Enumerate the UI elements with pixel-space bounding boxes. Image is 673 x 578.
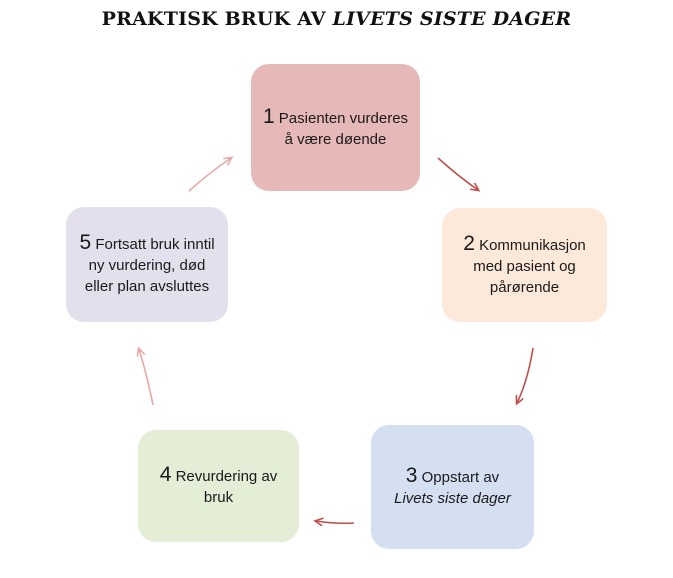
step-3-box: 3 Oppstart av Livets siste dager bbox=[371, 425, 534, 549]
step-2-box: 2 Kommunikasjon med pasient og pårørende bbox=[442, 208, 607, 322]
step-1-text: Pasienten vurderes å være døende bbox=[278, 109, 409, 148]
step-5-text: Fortsatt bruk inntil ny vurdering, død e… bbox=[84, 236, 215, 295]
step-4-number: 4 bbox=[159, 463, 172, 486]
page-title: PRAKTISK BRUK AV LIVETS SISTE DAGER bbox=[0, 8, 673, 30]
title-plain: PRAKTISK BRUK AV bbox=[101, 8, 333, 30]
step-4-box: 4 Revurdering av bruk bbox=[138, 430, 299, 542]
step-1-box: 1 Pasienten vurderes å være døende bbox=[251, 64, 420, 191]
step-3-number: 3 bbox=[405, 464, 418, 487]
step-3-text-italic: Livets siste dager bbox=[394, 490, 511, 507]
arrow-5-to-1 bbox=[188, 158, 231, 192]
arrow-1-to-2 bbox=[437, 157, 478, 190]
step-4-text: Revurdering av bruk bbox=[175, 468, 278, 506]
step-2-number: 2 bbox=[463, 231, 475, 255]
step-1-number: 1 bbox=[262, 104, 275, 128]
step-5-number: 5 bbox=[79, 231, 92, 254]
arrow-2-to-3 bbox=[517, 347, 534, 403]
step-3-text: Oppstart av bbox=[421, 469, 500, 486]
arrow-3-to-4 bbox=[316, 521, 355, 523]
title-italic: LIVETS SISTE DAGER bbox=[332, 8, 572, 30]
step-5-box: 5 Fortsatt bruk inntil ny vurdering, død… bbox=[66, 207, 228, 322]
step-2-text: Kommunikasjon med pasient og pårørende bbox=[473, 236, 586, 296]
arrow-4-to-5 bbox=[139, 349, 154, 406]
